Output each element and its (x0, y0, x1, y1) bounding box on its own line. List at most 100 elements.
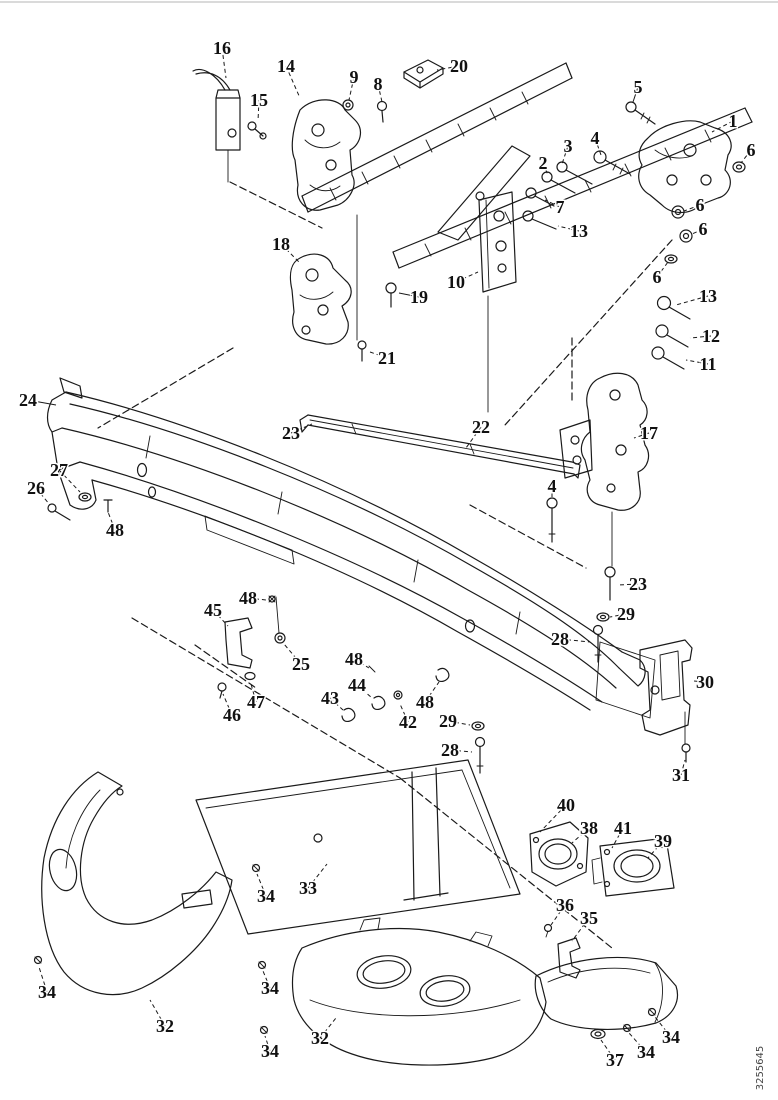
callout-25: 25 (292, 654, 310, 674)
part-31-screw (681, 743, 691, 763)
callout-leader-39 (647, 840, 664, 859)
callout-35: 35 (580, 908, 598, 928)
callout-42: 42 (399, 712, 417, 732)
part-20-pad (403, 59, 444, 89)
callout-47: 47 (247, 692, 265, 712)
callout-leader-40 (539, 804, 567, 833)
part-22-bar (299, 414, 581, 479)
part-24-bumper-face-bar (46, 377, 656, 719)
frame-rail-lower (392, 107, 753, 269)
callout-26: 26 (27, 478, 45, 498)
callout-8: 8 (374, 74, 383, 94)
callout-leader-34 (654, 1016, 672, 1038)
callout-48: 48 (106, 520, 124, 540)
callout-leader-15 (257, 99, 260, 122)
callout-10: 10 (447, 272, 465, 292)
callout-leader-6 (740, 149, 752, 164)
callout-leader-34 (38, 966, 48, 993)
callout-leader-32 (149, 999, 166, 1027)
callout-32: 32 (156, 1016, 174, 1036)
callout-40: 40 (557, 795, 575, 815)
callout-9: 9 (350, 67, 359, 87)
callout-leader-6 (656, 261, 669, 278)
callout-41: 41 (614, 818, 632, 838)
part-32-right-valance (291, 917, 547, 1066)
callout-leader-28 (559, 638, 591, 643)
callout-leader-47 (250, 683, 257, 703)
part-33-deflector (181, 759, 521, 935)
diagram-line-art (33, 59, 753, 1066)
part-11-12-13-bolts (651, 295, 691, 370)
callout-13: 13 (570, 221, 588, 241)
callout-36: 36 (556, 895, 574, 915)
callout-leader-34 (262, 970, 271, 989)
callout-leader-20 (436, 65, 460, 71)
callout-leader-6 (691, 228, 704, 235)
callout-leader-6 (683, 204, 701, 212)
callout-leader-11 (685, 359, 709, 365)
part-1-bracket (638, 120, 732, 214)
callout-leader-32 (319, 1017, 337, 1039)
part-15-bolts (247, 121, 267, 140)
callout-38: 38 (580, 818, 598, 838)
part-2-3-4-bolts (541, 150, 631, 194)
callout-18: 18 (272, 234, 290, 254)
callout-34: 34 (261, 1041, 279, 1061)
callout-leader-30 (693, 680, 706, 683)
callout-23: 23 (282, 423, 300, 443)
callout-leader-44 (356, 684, 373, 699)
callout-leader-9 (348, 76, 355, 101)
callout-leader-31 (680, 759, 686, 776)
callout-34: 34 (257, 886, 275, 906)
callout-7: 7 (556, 197, 565, 217)
part-21-bolt (357, 340, 367, 362)
callout-6: 6 (699, 219, 708, 239)
callout-23: 23 (629, 574, 647, 594)
callout-27: 27 (50, 460, 68, 480)
part-16-reservoir (192, 69, 241, 183)
callout-leader-14 (285, 65, 301, 99)
callout-leader-19 (398, 292, 420, 298)
callout-leader-2 (542, 162, 549, 176)
callout-leader-43 (329, 697, 344, 711)
callout-46: 46 (223, 705, 241, 725)
callout-leader-21 (369, 351, 388, 359)
callout-6: 6 (747, 140, 756, 160)
callout-leader-16 (221, 47, 227, 79)
callout-3: 3 (564, 136, 573, 156)
callout-48: 48 (239, 588, 257, 608)
callout-leader-24 (27, 399, 57, 406)
callout-15: 15 (250, 90, 268, 110)
callout-31: 31 (672, 765, 690, 785)
part-18-bracket (289, 253, 352, 345)
callout-17: 17 (640, 423, 658, 443)
callout-33: 33 (299, 878, 317, 898)
callout-39: 39 (654, 831, 672, 851)
callout-12: 12 (702, 326, 720, 346)
callout-leader-13 (675, 295, 709, 306)
callout-16: 16 (213, 38, 231, 58)
callout-30: 30 (696, 672, 714, 692)
callout-48: 48 (345, 649, 363, 669)
callout-leader-12 (689, 335, 712, 339)
mid-clip-cluster (217, 595, 486, 774)
callout-leader-35 (571, 917, 590, 942)
part-39-41-ring (591, 837, 675, 897)
callout-6: 6 (653, 267, 662, 287)
callout-leader-48 (107, 511, 116, 531)
callout-48: 48 (416, 692, 434, 712)
callout-34: 34 (637, 1042, 655, 1062)
figure-code: 3255645 (755, 1046, 766, 1091)
part-30-bracket (639, 639, 693, 736)
part-32-left-valance (41, 771, 233, 996)
part-38-40-ring (529, 821, 589, 887)
callout-leader-13 (557, 225, 580, 232)
callout-43: 43 (321, 688, 339, 708)
callout-leader-41 (611, 827, 624, 849)
assembly-dash-lines (97, 181, 673, 949)
callout-4: 4 (548, 476, 557, 496)
part-7-13-bolts (522, 187, 557, 230)
callout-leader-17 (633, 432, 650, 439)
